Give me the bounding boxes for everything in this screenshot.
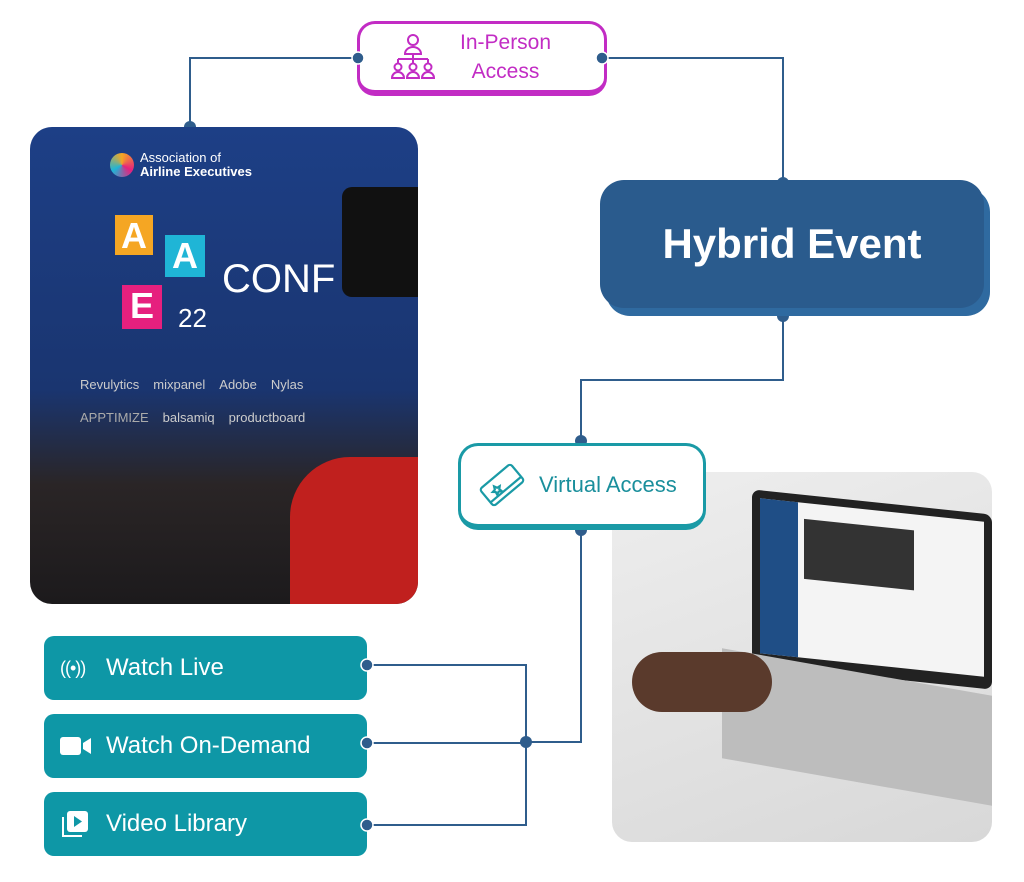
people-hierarchy-icon [390, 34, 436, 79]
watch-on-demand-label: Watch On-Demand [106, 732, 311, 759]
logo-year: 22 [178, 303, 207, 333]
watch-live-button[interactable]: ((•)) Watch Live [44, 636, 367, 700]
sponsor: balsamiq [162, 410, 215, 425]
ticket-icon [479, 463, 525, 507]
sponsor: mixpanel [153, 377, 206, 392]
org-name-line2: Airline Executives [140, 164, 252, 179]
watch-live-label: Watch Live [106, 654, 224, 681]
video-library-icon [60, 809, 106, 839]
broadcast-icon: ((•)) [60, 657, 86, 678]
sponsor: APPTIMIZE [80, 410, 149, 425]
virtual-access-node: Virtual Access [458, 443, 706, 530]
logo-letter-a: A [165, 235, 205, 277]
virtual-access-label: Virtual Access [539, 472, 677, 497]
hand [632, 652, 772, 712]
logo-letter-e: E [122, 285, 162, 329]
video-library-button[interactable]: Video Library [44, 792, 367, 856]
logo-letter-a: A [115, 215, 153, 256]
sponsor: Nylas [270, 377, 304, 392]
video-library-label: Video Library [106, 810, 247, 837]
hybrid-event-node: Hybrid Event [600, 180, 984, 308]
sponsor: Revulytics [80, 377, 140, 392]
camera-operator [290, 457, 418, 604]
watch-on-demand-button[interactable]: Watch On-Demand [44, 714, 367, 778]
stage-text: CONF [222, 257, 336, 301]
virtual-event-photo [612, 472, 992, 842]
video-camera-icon [60, 736, 106, 756]
sponsor-wall: Revulytics mixpanel Adobe Nylas APPTIMIZ… [80, 377, 350, 437]
org-name-line1: Association of [140, 150, 221, 165]
sponsor: Adobe [219, 377, 257, 392]
camera [342, 187, 418, 297]
sponsor: productboard [228, 410, 306, 425]
